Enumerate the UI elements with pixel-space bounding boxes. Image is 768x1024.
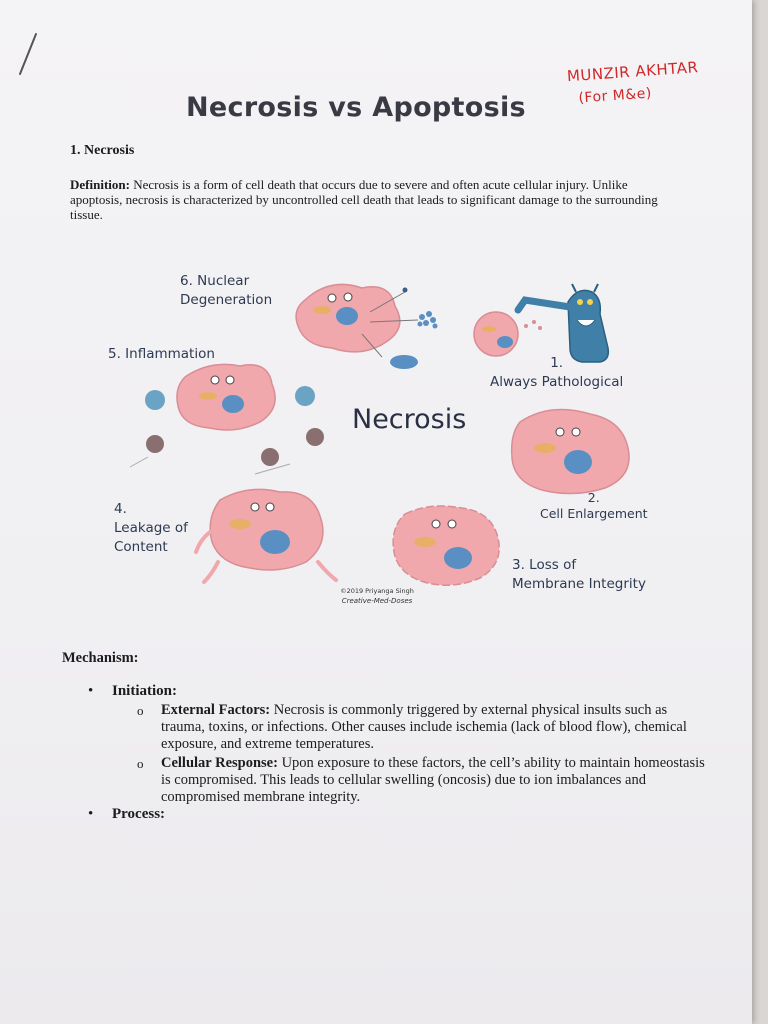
figure-label-text: 3. Loss of Membrane Integrity (512, 557, 646, 592)
cell-enlargement (510, 408, 630, 495)
cellular-response-text: Upon exposure to these factors, the cell… (161, 755, 705, 805)
figure-label-cell-enlargement: 2. Cell Enlargement (540, 490, 648, 522)
document-page: MUNZIR AKHTAR (For M&e) Necrosis vs Apop… (0, 0, 752, 1024)
cell-leakage (194, 488, 338, 584)
figure-label-nuclear-degeneration: 6. Nuclear Degeneration (180, 272, 272, 310)
process-label: Process: (112, 806, 166, 822)
bullet-initiation: • (88, 683, 94, 699)
necrosis-illustration: Necrosis 6. Nuclear Degeneration 5. Infl… (100, 262, 670, 622)
figure-credit-author: ©2019 Priyanga Singh (340, 587, 414, 595)
handwritten-note: MUNZIR AKHTAR (For M&e) (556, 52, 730, 124)
figure-label-always-pathological: 1. Always Pathological (490, 354, 623, 392)
handwritten-subnote: (For M&e) (578, 85, 653, 107)
figure-credit: ©2019 Priyanga Singh Creative-Med-Doses (322, 586, 432, 606)
cell-membrane-loss (392, 505, 500, 586)
figure-label-text: 1. Always Pathological (490, 355, 624, 390)
figure-label-text: 5. Inflammation (108, 346, 215, 362)
figure-label-text: 4. Leakage of Content (114, 501, 188, 555)
figure-center-label: Necrosis (352, 404, 467, 435)
cellular-response-label: Cellular Response: (161, 755, 278, 771)
definition-text: Necrosis is a form of cell death that oc… (70, 177, 658, 222)
figure-label-leakage-of-content: 4. Leakage of Content (114, 500, 188, 557)
figure-credit-source: Creative-Med-Doses (341, 597, 413, 605)
external-factors-label: External Factors: (161, 702, 271, 718)
bullet-process: • (88, 806, 94, 822)
cell-inflammation (176, 363, 276, 431)
handwritten-name: MUNZIR AKHTAR (566, 58, 699, 86)
monster-pathogen (514, 283, 610, 363)
figure-label-loss-of-membrane-integrity: 3. Loss of Membrane Integrity (512, 556, 646, 594)
nuclear-fragments (417, 311, 438, 329)
section-heading: 1. Necrosis (70, 143, 135, 158)
sub-bullet-cellular: o (137, 756, 144, 771)
figure-label-text: 2. Cell Enlargement (540, 490, 648, 521)
immune-cells (129, 386, 324, 475)
cell-nuclear-degeneration (295, 283, 419, 358)
page-title: Necrosis vs Apoptosis (186, 92, 526, 123)
sub-bullet-external: o (137, 703, 144, 718)
definition-paragraph: Definition: Necrosis is a form of cell d… (70, 177, 660, 222)
figure-label-text: 6. Nuclear Degeneration (180, 273, 273, 308)
initiation-label: Initiation: (112, 683, 178, 699)
illustration-graphics (129, 283, 630, 586)
pen-mark (19, 33, 37, 75)
cell-being-attacked (473, 311, 542, 357)
figure-label-inflammation: 5. Inflammation (108, 345, 215, 364)
external-factors-item: External Factors: Necrosis is commonly t… (161, 702, 706, 753)
mechanism-heading: Mechanism: (62, 650, 139, 666)
cellular-response-item: Cellular Response: Upon exposure to thes… (161, 755, 706, 806)
definition-label: Definition: (70, 177, 130, 192)
external-factors-text: Necrosis is commonly triggered by extern… (161, 702, 687, 752)
